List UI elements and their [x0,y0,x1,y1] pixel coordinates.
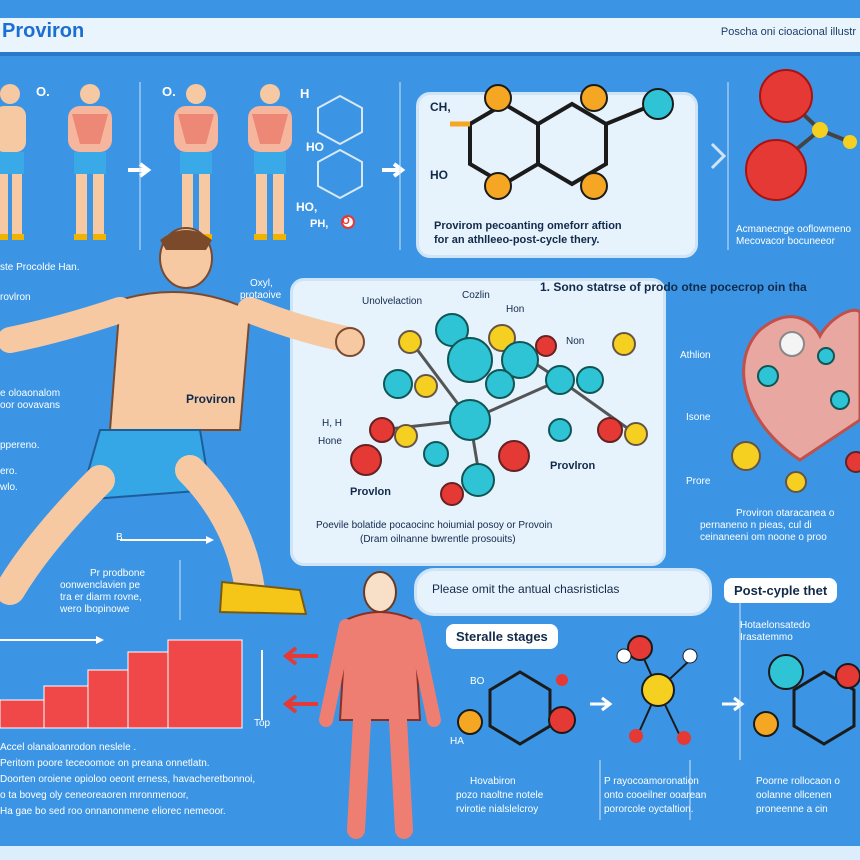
panel-caption-1: Provirom pecoanting omeforr aftion [434,220,622,232]
note-left-4: ppereno. [0,440,40,451]
red-bars [0,639,243,729]
panel-ho-label: HO [430,168,448,182]
footer-bar [0,846,860,860]
bottom-line-4: o ta boveg oly ceneoreaoren mronmenoor, [0,790,189,801]
mol-label-unolvelaction: Unolvelaction [362,296,423,307]
lower-label-b: B [116,532,123,543]
mol-label-hone: Hone [318,436,342,447]
note-left-5: ero. [0,466,18,477]
omit-banner-text: Please omit the antual chasristiclas [432,582,620,596]
page-title: Proviron [2,20,85,42]
bottom-line-1: Accel olanaloanrodon neslele . [0,742,137,753]
pr-line-4: wero lbopinowe [60,604,130,615]
mol-caption-1: Poevile bolatide pocaocinc hoiumial poso… [316,520,553,531]
formula-ho2: HO, [296,200,318,214]
mol-label-non: Non [566,336,585,347]
note-oxyl-2: protaoive [240,290,282,301]
bottom-line-5: Ha gae bo sed roo onnanonmene eliorec ne… [0,806,226,817]
label-o2: O. [162,84,176,99]
pr-line-3: tra er diarm rovne, [60,592,142,603]
arrow-right-icon [382,162,406,178]
hexagon-molecule [317,94,363,200]
hol-line-1: Hotaelonsatedo [740,620,811,631]
formula-h: H [300,86,310,101]
formula-ph: PH, [310,218,329,230]
formula-bo: BO [470,676,485,687]
body-figure-row [0,84,292,240]
cap3-line-2: oolanne ollcenen [756,790,832,801]
top-right-caption-1: Acmanecnge ooflowmeno [736,224,852,235]
pr-line-1: Pr prodbone [90,568,146,579]
cap2-line-1: P rayocoamoronation [604,776,699,787]
chevron-right-icon [710,142,727,170]
mol-label-hh: H, H [322,418,342,429]
right-headline: 1. Sono statrse of prodo otne pocecrop o… [540,280,807,294]
bottom-molecule-3 [753,654,860,746]
sterile-stages-label: Steralle stages [446,624,558,649]
label-o1: O. [36,84,50,99]
note-left-6: wlo. [0,482,18,493]
formula-ho: HO [306,140,324,154]
bottom-line-3: Doorten oroiene opioloo oeont erness, ha… [0,774,256,785]
note-oxyl: Oxyl, [250,278,273,289]
mol-label-hon: Hon [506,304,525,315]
right-prore: Prore [686,476,711,487]
bottom-molecule-1 [457,670,576,746]
cap2-line-3: pororcole oyctaltion. [604,804,694,815]
note-left-1: rovlron [0,292,31,303]
center-molecule-cluster [350,313,648,506]
top-label: Top [254,718,271,729]
right-athlion: Athlion [680,350,711,361]
heart-icon [742,308,860,462]
right-caption-2: pernaneno n pieas, cul di [700,520,812,531]
mol-proviron-right: Provlron [550,460,596,472]
top-panel-molecule [450,84,674,200]
right-caption-1: Proviron otaracanea o [736,508,835,519]
cap2-line-2: onto cooeilner ooarean [604,790,707,801]
pr-line-2: oonwenclavien pe [60,580,141,591]
mol-caption-2: (Dram oilnanne bwrentle prosouits) [360,534,516,545]
athlete-illustration [0,227,365,616]
panel-ch-label: CH, [430,100,451,114]
formula-o: O [342,216,350,227]
bottom-molecule-2 [616,635,698,745]
arrow-right-icon [590,696,613,712]
cap3-line-3: proneenne a cin [756,804,828,815]
post-cycle-label: Post-cyple thet [724,578,838,603]
athlete-proviron-label: Proviron [186,392,236,406]
mol-label-cozlin: Cozlin [462,290,490,301]
arrow-left-icon [282,694,318,714]
panel-caption-2: for an athlleeo-post-cycle thery. [434,234,600,246]
hol-line-2: Irasatemmo [740,632,793,643]
arrow-right-icon [128,162,152,178]
arrow-right-icon [722,696,745,712]
muscle-figure [319,571,441,839]
cap1-line-1: Hovabiron [470,776,516,787]
cap3-line-1: Poorne rollocaon o [756,776,840,787]
bottom-line-2: Peritom poore teceoomoe on preana onnetl… [0,758,210,769]
right-caption-3: ceinaneeni om noone o proo [700,532,827,543]
cap1-line-3: rvirotie nialslelcroy [456,804,539,815]
header-bar [0,18,860,56]
right-isone: Isone [686,412,711,423]
note-left-3: oor oovavans [0,400,61,411]
omit-banner-panel [414,568,712,616]
top-right-caption-2: Mecovacor bocuneeor [736,236,835,247]
note-left-2: e oloaonalom [0,388,61,399]
formula-ha: HA [450,736,464,747]
arrow-left-icon [282,646,318,666]
top-right-molecule [745,69,857,201]
cap1-line-2: pozo naoltne notele [456,790,544,801]
header-subtitle: Poscha oni cioacional illustr [720,26,856,38]
left-caption: ste Procolde Han. [0,262,80,273]
mol-proviron-left: Provlon [350,486,391,498]
